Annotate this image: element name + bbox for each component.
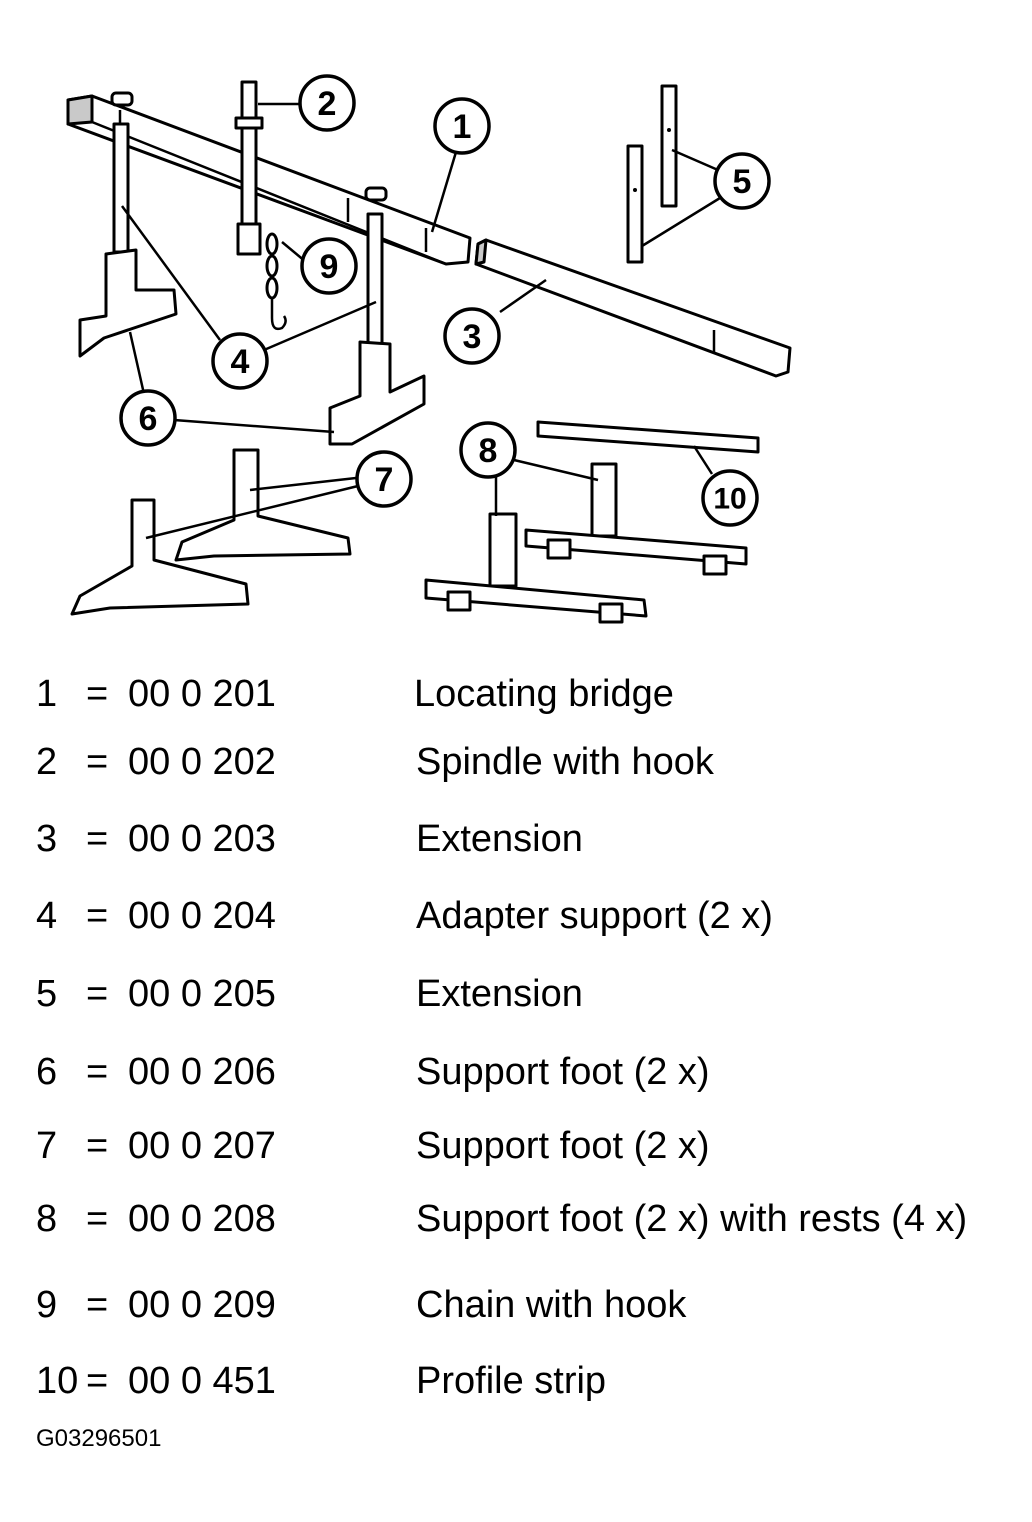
part-number: 9: [36, 1284, 58, 1326]
parts-list-row: 1 = 00 0 201 Locating bridge: [0, 669, 1032, 719]
part-number: 1: [36, 673, 58, 715]
part-description: Locating bridge: [414, 673, 674, 715]
part-description: Profile strip: [416, 1360, 607, 1402]
parts-list-row: 5 = 00 0 205 Extension: [0, 969, 1032, 1019]
adapter-support-right: [328, 212, 426, 446]
part-number: 8: [36, 1198, 58, 1240]
parts-list-row: 2 = 00 0 202 Spindle with hook: [0, 737, 1032, 787]
part-number: 5: [36, 973, 58, 1015]
part-code: 00 0 206: [128, 1051, 276, 1093]
callout-10: 10: [701, 469, 759, 527]
svg-text:9: 9: [320, 248, 339, 286]
parts-list-row: 7 = 00 0 207 Support foot (2 x): [0, 1121, 1032, 1171]
callout-6: 6: [119, 389, 177, 447]
callout-9: 9: [300, 237, 358, 295]
chain-with-hook: [265, 232, 287, 331]
equals-sign: =: [86, 1125, 109, 1167]
extension-bar: [474, 238, 792, 378]
parts-list-row: 6 = 00 0 206 Support foot (2 x): [0, 1047, 1032, 1097]
svg-text:1: 1: [453, 108, 472, 146]
leader-lines: [120, 102, 721, 540]
svg-text:7: 7: [375, 461, 394, 499]
part-description: Extension: [416, 818, 583, 860]
svg-text:5: 5: [733, 163, 752, 201]
svg-text:4: 4: [231, 343, 250, 381]
parts-list-row: 9 = 00 0 209 Chain with hook: [0, 1280, 1032, 1330]
support-foot-7-left: [70, 498, 250, 616]
part-number: 6: [36, 1051, 58, 1093]
svg-text:10: 10: [713, 483, 746, 516]
part-code: 00 0 207: [128, 1125, 276, 1167]
part-description: Support foot (2 x): [416, 1051, 710, 1093]
equals-sign: =: [86, 673, 109, 715]
callout-3: 3: [443, 307, 501, 365]
svg-text:8: 8: [479, 432, 498, 470]
part-code: 00 0 208: [128, 1198, 276, 1240]
part-description: Spindle with hook: [416, 741, 714, 783]
svg-text:2: 2: [318, 85, 337, 123]
figure-id: G03296501: [36, 1425, 162, 1452]
part-number: 7: [36, 1125, 58, 1167]
equals-sign: =: [86, 741, 109, 783]
support-foot-8-back: [524, 462, 748, 576]
callout-8: 8: [459, 421, 517, 479]
parts-list-row: 4 = 00 0 204 Adapter support (2 x): [0, 891, 1032, 941]
part-number: 4: [36, 895, 58, 937]
part-code: 00 0 204: [128, 895, 276, 937]
part-description: Support foot (2 x): [416, 1125, 710, 1167]
parts-list-row: 3 = 00 0 203 Extension: [0, 814, 1032, 864]
equals-sign: =: [86, 1284, 109, 1326]
equals-sign: =: [86, 1360, 109, 1402]
parts-illustration: 1 2 3 4 5 6 7 8 9 10: [66, 74, 792, 624]
part-number: 10: [36, 1360, 79, 1402]
callout-7: 7: [355, 450, 413, 508]
equals-sign: =: [86, 973, 109, 1015]
equals-sign: =: [86, 818, 109, 860]
support-foot-8-front: [424, 512, 648, 624]
spindle-with-hook: [234, 80, 264, 256]
support-foot-7-right: [174, 448, 352, 562]
part-code: 00 0 205: [128, 973, 276, 1015]
part-number: 3: [36, 818, 58, 860]
callout-2: 2: [298, 74, 356, 132]
equals-sign: =: [86, 1051, 109, 1093]
part-description: Extension: [416, 973, 583, 1015]
part-description: Adapter support (2 x): [416, 895, 773, 937]
svg-text:3: 3: [463, 318, 482, 356]
part-code: 00 0 203: [128, 818, 276, 860]
part-code: 00 0 201: [128, 673, 276, 715]
parts-list-row: 10 = 00 0 451 Profile strip: [0, 1356, 1032, 1406]
part-number: 2: [36, 741, 58, 783]
adapter-support-left: [78, 122, 178, 358]
equals-sign: =: [86, 1198, 109, 1240]
callout-5: 5: [713, 152, 771, 210]
part-description: Support foot (2 x) with rests (4 x): [416, 1198, 968, 1240]
callout-4: 4: [211, 332, 269, 390]
parts-list-row: 8 = 00 0 208 Support foot (2 x) with res…: [0, 1194, 1032, 1244]
part-code: 00 0 451: [128, 1360, 276, 1402]
part-code: 00 0 209: [128, 1284, 276, 1326]
equals-sign: =: [86, 895, 109, 937]
profile-strip: [536, 420, 760, 454]
extension-posts: [626, 84, 678, 264]
callout-1: 1: [433, 97, 491, 155]
part-description: Chain with hook: [416, 1284, 687, 1326]
svg-text:6: 6: [139, 400, 158, 438]
part-code: 00 0 202: [128, 741, 276, 783]
